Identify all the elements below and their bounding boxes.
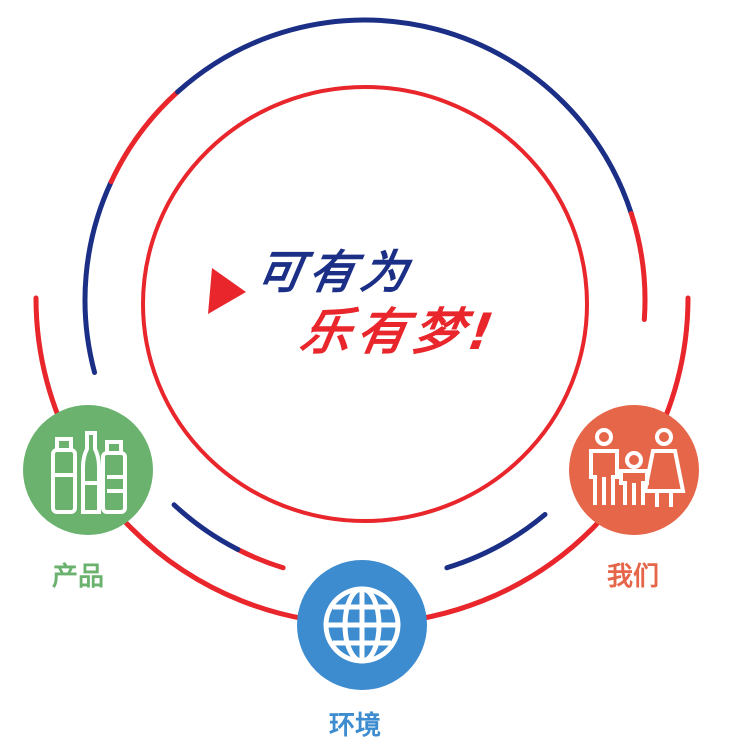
products-node[interactable] — [23, 405, 153, 535]
ring-segment-red — [235, 546, 286, 571]
products-label: 产品 — [51, 562, 104, 592]
bottles-icon — [51, 431, 127, 514]
slogan-line-2: 乐有梦! — [296, 303, 504, 361]
ring-segment-blue — [444, 511, 548, 571]
ring-segment-red — [628, 210, 648, 323]
us-label: 我们 — [606, 562, 659, 592]
environment-label: 环境 — [328, 711, 381, 741]
environment-node[interactable] — [297, 560, 427, 690]
inner-circle — [141, 85, 589, 523]
ring-segment-red — [108, 89, 181, 185]
family-icon — [589, 428, 686, 507]
globe-icon — [323, 586, 401, 664]
ring-segment-blue — [171, 502, 241, 552]
play-triangle-icon — [208, 268, 246, 314]
ring-segment-blue — [175, 17, 634, 216]
us-node[interactable] — [569, 405, 699, 535]
ring-segment-blue — [82, 179, 114, 375]
